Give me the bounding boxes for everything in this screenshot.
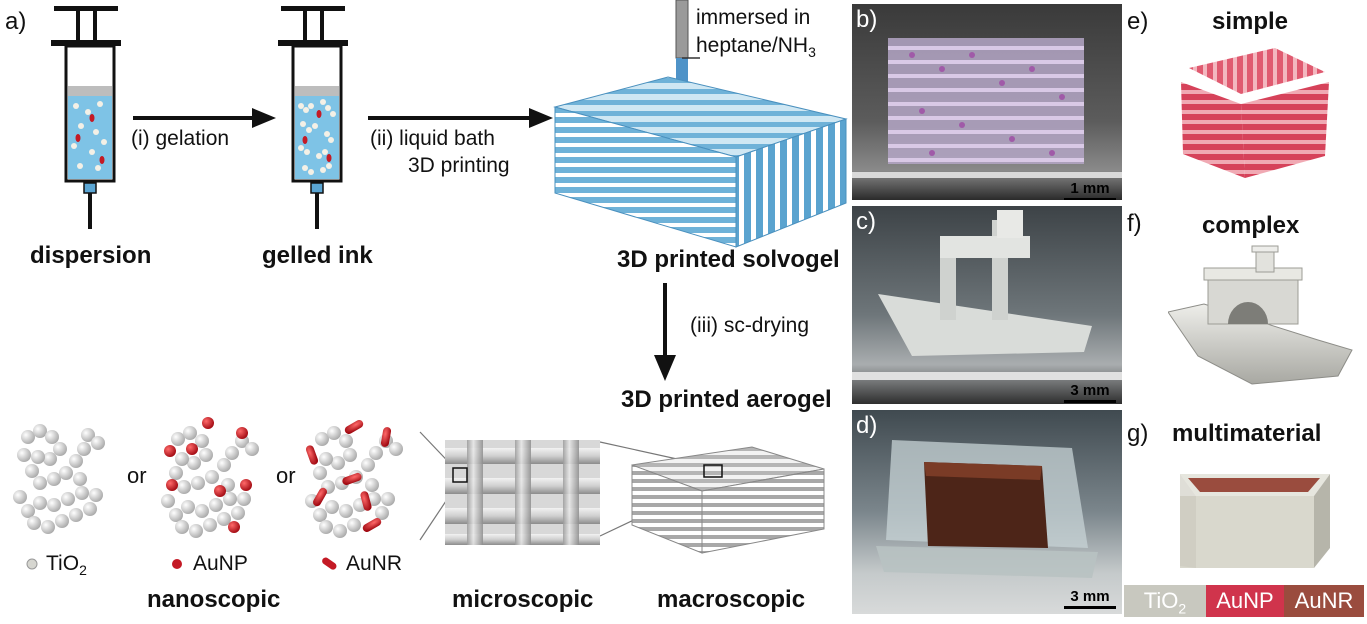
aerogel-label: 3D printed aerogel bbox=[621, 386, 832, 413]
panel-label-d: d) bbox=[856, 412, 878, 439]
syringe-dispersion-icon bbox=[51, 6, 121, 229]
immersed-label-1: immersed in bbox=[696, 6, 811, 29]
network-tio2 bbox=[13, 424, 105, 534]
simple-lattice-model-icon bbox=[1181, 48, 1329, 178]
scale-bar-b: 1 mm bbox=[1064, 180, 1116, 200]
multimaterial-model-icon bbox=[1180, 474, 1330, 568]
panel-label-f: f) bbox=[1127, 210, 1142, 237]
solvogel-label: 3D printed solvogel bbox=[617, 246, 840, 273]
photo-c-printed-boat: 3 mm c) bbox=[852, 206, 1122, 404]
tio2-label: TiO2 bbox=[46, 552, 87, 579]
photo-d-block-icon bbox=[876, 440, 1098, 578]
aunp-bead-icon bbox=[172, 559, 182, 569]
photo-b-lattice-icon bbox=[852, 38, 1122, 178]
network-aunp bbox=[161, 417, 259, 538]
legend-aunr: AuNR bbox=[1284, 585, 1364, 617]
multimaterial-label: multimaterial bbox=[1172, 420, 1322, 447]
panel-label-e: e) bbox=[1127, 8, 1149, 35]
arrow-printing-icon bbox=[368, 108, 553, 128]
legend-aunp: AuNP bbox=[1206, 585, 1284, 617]
or-label-2: or bbox=[276, 463, 296, 488]
step-drying-label: (iii) sc-drying bbox=[690, 314, 810, 337]
dispersion-label: dispersion bbox=[30, 242, 152, 269]
panel-label-a: a) bbox=[5, 8, 27, 35]
nanoscopic-networks-icon bbox=[13, 417, 403, 538]
aunr-label: AuNR bbox=[346, 552, 403, 575]
macroscopic-label: macroscopic bbox=[657, 586, 806, 613]
tio2-bead-icon bbox=[26, 558, 38, 570]
leader-line-icon bbox=[682, 57, 700, 59]
step-printing-label-2: 3D printing bbox=[408, 154, 510, 177]
panel-label-g: g) bbox=[1127, 420, 1149, 447]
aunr-rod-icon bbox=[322, 557, 337, 570]
step-printing-label-1: (ii) liquid bath bbox=[370, 127, 495, 150]
legend-tio2: TiO2 bbox=[1124, 585, 1206, 617]
scale-bar-c: 3 mm bbox=[1064, 382, 1116, 403]
microscopic-label: microscopic bbox=[452, 586, 594, 613]
aunp-label: AuNP bbox=[193, 552, 248, 575]
or-label-1: or bbox=[127, 463, 147, 488]
arrow-gelation-icon bbox=[133, 108, 276, 128]
gelled-ink-label: gelled ink bbox=[262, 242, 373, 269]
syringe-gelled-ink-icon bbox=[278, 6, 348, 229]
complex-label: complex bbox=[1202, 212, 1300, 239]
photo-b-printed-lattice: 1 mm b) bbox=[852, 4, 1122, 200]
photo-d-multimaterial: 3 mm d) bbox=[852, 410, 1122, 614]
immersed-label-2: heptane/NH3 bbox=[696, 34, 816, 61]
panel-label-c: c) bbox=[856, 208, 876, 235]
scale-bar-d: 3 mm bbox=[1064, 588, 1116, 609]
step-gelation-label: (i) gelation bbox=[131, 127, 230, 150]
complex-boat-model-icon bbox=[1168, 245, 1353, 385]
arrow-drying-icon bbox=[654, 283, 676, 381]
nanoscopic-label: nanoscopic bbox=[147, 586, 281, 613]
solvogel-lattice-icon bbox=[553, 76, 848, 248]
macroscopic-lattice-icon bbox=[631, 446, 825, 554]
microscopic-rods-icon bbox=[445, 440, 600, 545]
simple-label: simple bbox=[1212, 8, 1289, 35]
photo-c-boat-icon bbox=[852, 210, 1122, 380]
panel-label-b: b) bbox=[856, 6, 878, 33]
network-aunr bbox=[305, 420, 403, 538]
